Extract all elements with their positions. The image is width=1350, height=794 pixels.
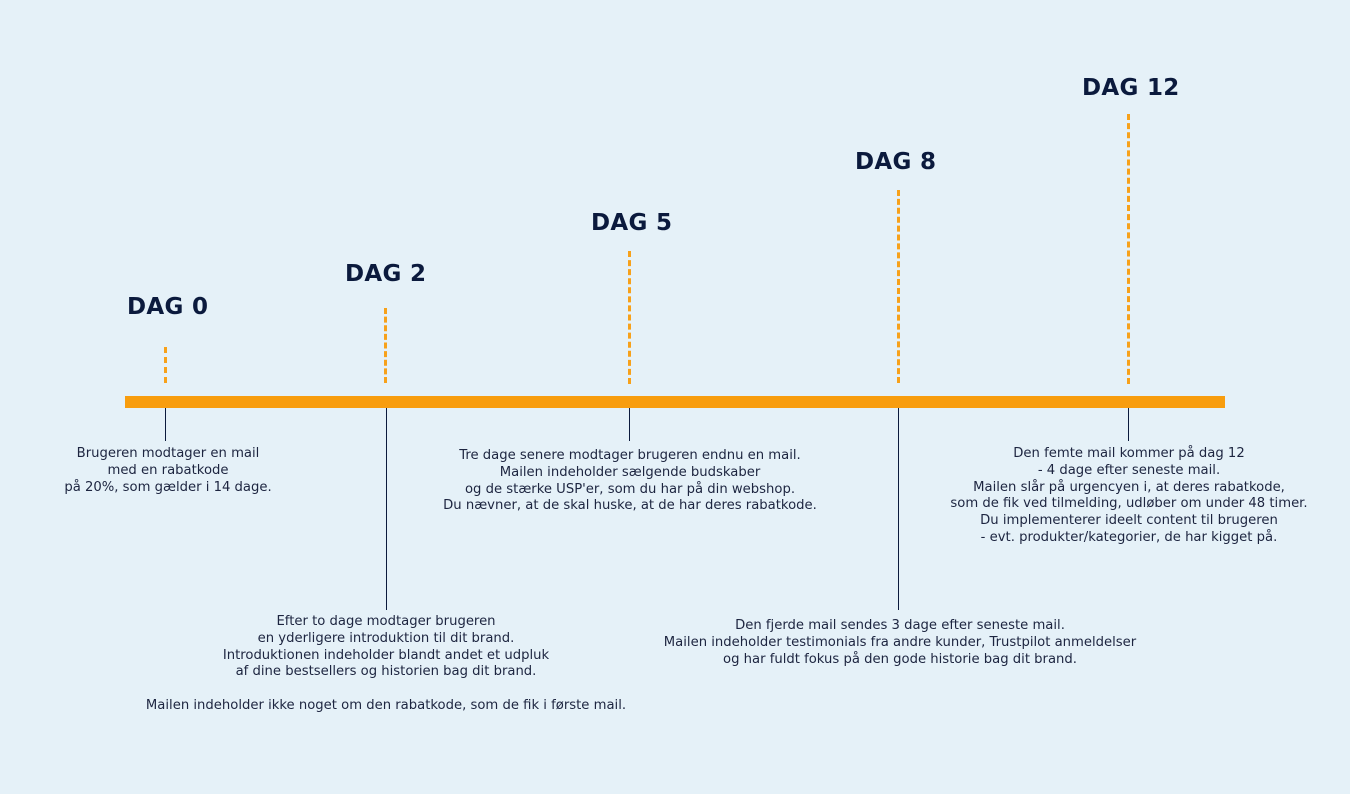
- description-line: af dine bestsellers og historien bag dit…: [235, 664, 537, 680]
- day-0-description: Brugeren modtager en mail med en rabatko…: [64, 446, 271, 496]
- day-2-connector: [386, 408, 387, 610]
- day-2-label: DAG 2: [345, 261, 427, 287]
- day-0-connector: [165, 408, 166, 441]
- description-line: Mailen indeholder ikke noget om den raba…: [145, 697, 627, 713]
- day-5-marker: [628, 251, 631, 384]
- description-line: Mailen slår på urgencyen i, at deres rab…: [973, 479, 1285, 495]
- description-line: med en rabatkode: [107, 462, 229, 478]
- day-12-marker: [1127, 114, 1130, 384]
- day-12-label: DAG 12: [1082, 75, 1180, 101]
- day-0-marker: [164, 347, 167, 383]
- description-line: Introduktionen indeholder blandt andet e…: [222, 647, 550, 663]
- timeline-axis: [125, 396, 1225, 408]
- day-2-description: Efter to dage modtager brugeren en yderl…: [146, 614, 626, 715]
- description-line: Brugeren modtager en mail: [76, 446, 260, 461]
- description-line: og har fuldt fokus på den gode historie …: [723, 651, 1077, 667]
- description-spacer: [146, 681, 626, 698]
- description-line: på 20%, som gælder i 14 dage.: [64, 479, 272, 495]
- description-line: Du nævner, at de skal huske, at de har d…: [443, 498, 817, 514]
- description-line: Tre dage senere modtager brugeren endnu …: [459, 448, 801, 463]
- day-5-description: Tre dage senere modtager brugeren endnu …: [443, 448, 817, 515]
- day-5-connector: [629, 408, 630, 441]
- description-line: - 4 dage efter seneste mail.: [1037, 462, 1221, 478]
- day-12-connector: [1128, 408, 1129, 441]
- description-line: Efter to dage modtager brugeren: [276, 614, 496, 629]
- description-line: Du implementerer ideelt content til brug…: [980, 513, 1278, 529]
- day-2-marker: [384, 308, 387, 383]
- description-line: Den femte mail kommer på dag 12: [1013, 446, 1245, 461]
- day-12-description: Den femte mail kommer på dag 12 - 4 dage…: [950, 446, 1307, 547]
- description-line: en yderligere introduktion til dit brand…: [257, 630, 515, 646]
- day-8-connector: [898, 408, 899, 610]
- day-8-description: Den fjerde mail sendes 3 dage efter sene…: [664, 618, 1136, 668]
- description-line: Mailen indeholder sælgende budskaber: [499, 464, 761, 480]
- description-line: - evt. produkter/kategorier, de har kigg…: [980, 529, 1278, 545]
- description-line: Den fjerde mail sendes 3 dage efter sene…: [735, 618, 1065, 633]
- day-8-marker: [897, 190, 900, 383]
- day-8-label: DAG 8: [855, 149, 937, 175]
- description-line: og de stærke USP'er, som du har på din w…: [464, 481, 796, 497]
- description-line: som de fik ved tilmelding, udløber om un…: [950, 496, 1308, 512]
- day-0-label: DAG 0: [127, 294, 209, 320]
- day-5-label: DAG 5: [591, 210, 673, 236]
- description-line: Mailen indeholder testimonials fra andre…: [663, 634, 1137, 650]
